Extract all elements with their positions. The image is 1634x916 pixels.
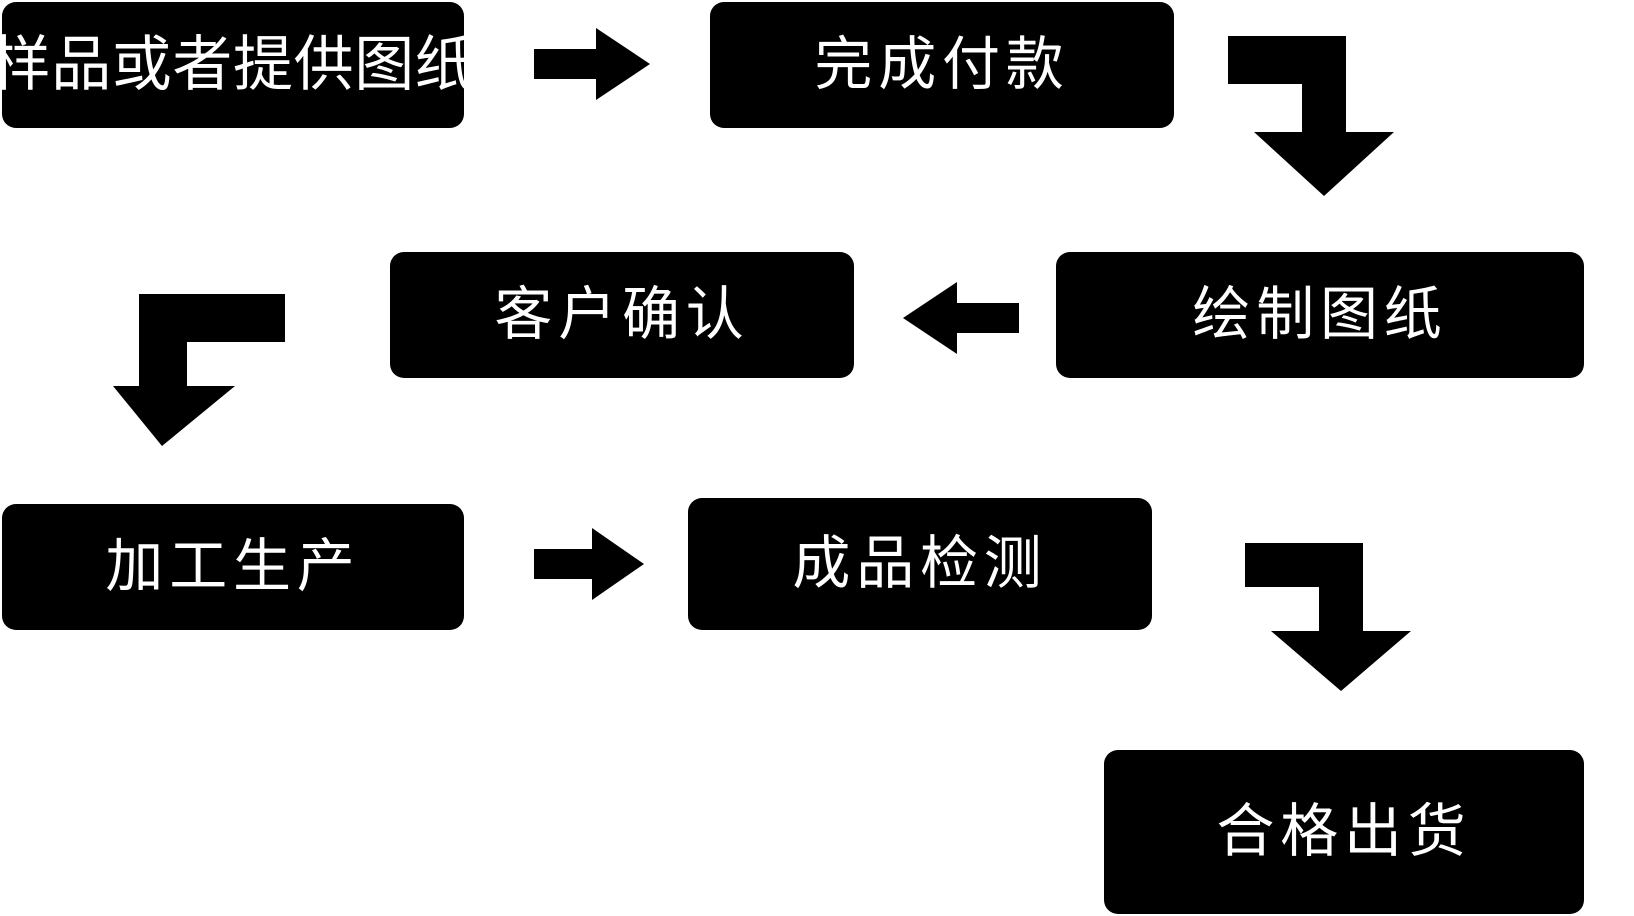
process-node-product-inspection[interactable]: 成品检测 [688, 498, 1152, 630]
node-label: 客户确认 [494, 282, 750, 347]
node-label: 合格出货 [1216, 799, 1472, 864]
connector-arrow-right-2 [534, 528, 644, 600]
process-node-complete-payment[interactable]: 完成付款 [710, 2, 1174, 128]
node-label: 完成付款 [814, 32, 1070, 97]
node-label: 加工生产 [105, 534, 361, 599]
process-node-qualified-shipment[interactable]: 合格出货 [1104, 750, 1584, 914]
connector-elbow-left-down-1 [113, 294, 285, 446]
connector-elbow-right-down-1 [1228, 36, 1394, 196]
connector-arrow-right-1 [534, 28, 650, 100]
process-node-draw-drawings[interactable]: 绘制图纸 [1056, 252, 1584, 378]
node-label: 样品或者提供图纸 [0, 31, 476, 98]
node-label: 成品检测 [792, 531, 1048, 596]
connector-elbow-right-down-2 [1245, 543, 1411, 691]
process-node-sample-or-drawing[interactable]: 样品或者提供图纸 [0, 2, 475, 128]
process-node-production[interactable]: 加工生产 [2, 504, 464, 630]
process-node-customer-confirm[interactable]: 客户确认 [390, 252, 854, 378]
node-label: 绘制图纸 [1192, 282, 1448, 347]
connector-arrow-left-1 [903, 282, 1019, 354]
